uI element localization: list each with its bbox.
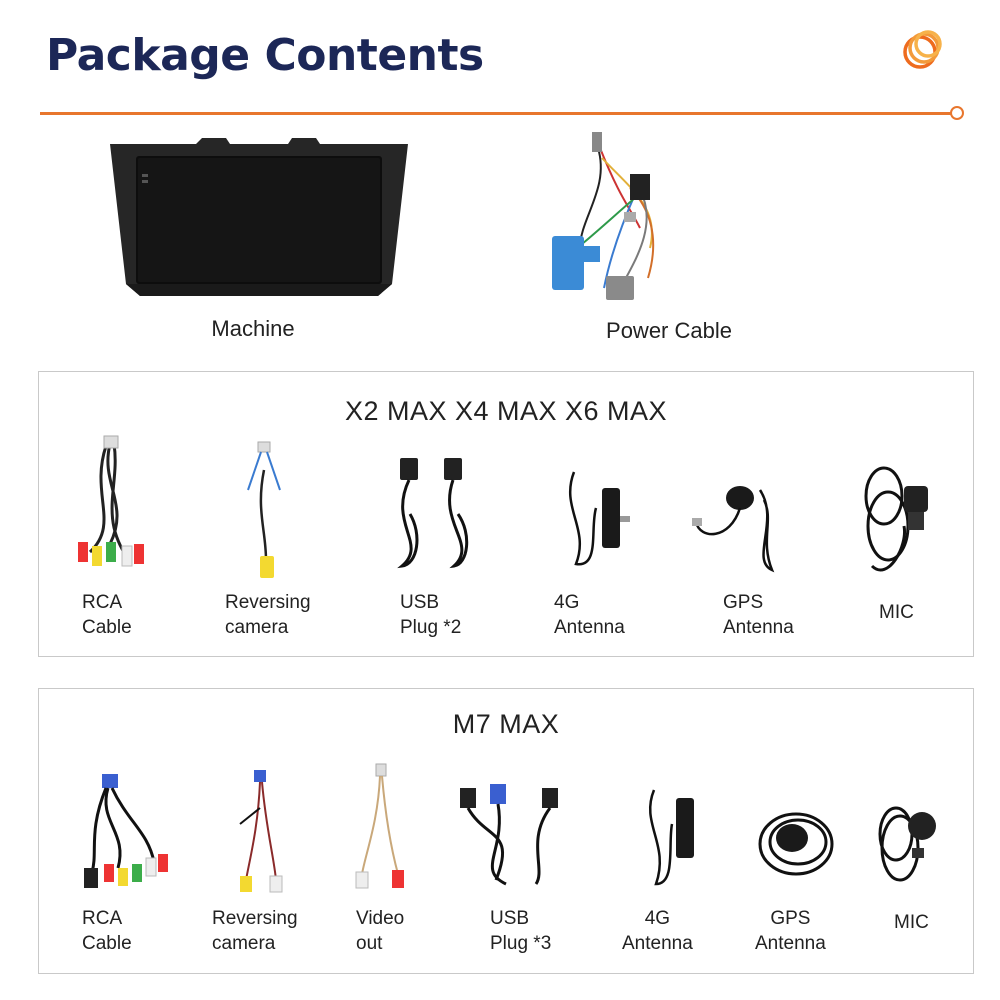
usb-plug-icon [397,458,469,569]
panel-title-x-series: X2 MAX X4 MAX X6 MAX [344,396,668,426]
video-out-item [352,762,414,894]
variant-panel-x-series: X2 MAX X4 MAX X6 MAX [38,371,974,657]
microphone-item-m7 [872,788,948,898]
machine-caption: Machine [211,316,295,341]
4g-antenna-icon [568,471,630,566]
rca-cable-item [70,434,160,584]
power-harness-cable-icon [552,132,655,300]
reversing-camera-item-m7 [230,768,292,896]
rca-cable-icon [78,435,144,567]
gps-antenna-item [690,480,782,576]
divider-end-dot [950,106,964,120]
power-cable-caption: Power Cable [606,318,732,343]
microphone-icon [864,466,928,572]
4g-antenna-item-m7 [640,784,706,890]
gps-antenna-icon [692,486,775,573]
reversing-camera-item [236,440,296,582]
4g-antenna-item [560,468,636,572]
microphone-label-m7: MIC [894,912,929,933]
reversing-camera-cable-icon [247,441,281,578]
head-unit-screen-icon [110,138,408,296]
reversing-camera-cable-icon [239,770,283,893]
rca-cable-icon [84,774,168,888]
video-out-cable-icon [355,763,404,889]
usb-plug-icon [460,784,558,886]
gps-antenna-icon [758,812,834,876]
microphone-icon [878,806,936,882]
microphone-item [858,456,940,582]
panel-title-m7: M7 MAX [452,709,560,739]
rca-cable-item-m7 [78,772,174,892]
4g-antenna-icon [648,789,694,886]
page-title: Package Contents [46,30,484,81]
orange-ring-logo-icon [903,30,942,69]
header-divider [40,112,954,115]
microphone-label: MIC [879,602,914,623]
usb-plug-item [388,454,480,572]
variant-panel-m7: M7 MAX [38,688,974,974]
gps-antenna-item-m7 [752,800,842,886]
usb-plug-item-m7 [456,780,566,888]
